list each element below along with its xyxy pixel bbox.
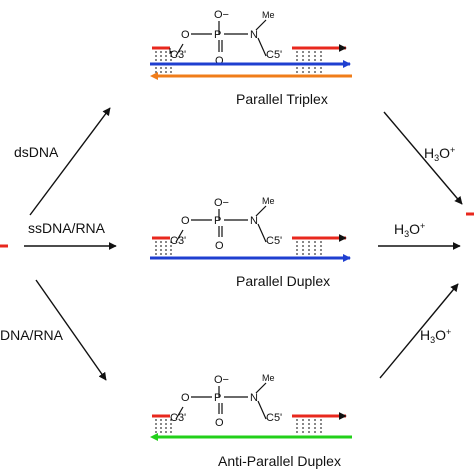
complex-label-duplex: Parallel Duplex — [236, 273, 330, 289]
arrow-from-anti-parallel — [379, 283, 459, 379]
arrow-label-dna-rna: DNA/RNA — [0, 327, 64, 343]
svg-text:O−: O− — [214, 374, 229, 386]
c3-label: C3' — [170, 49, 186, 61]
left-arrows: dsDNA ssDNA/RNA DNA/RNA — [0, 107, 117, 381]
svg-text:C5': C5' — [266, 412, 282, 424]
arrow-label-h3o-bottom: H3O+ — [420, 327, 451, 345]
complex-parallel-duplex: O− O P N Me O C3' C5' — [150, 196, 351, 289]
svg-text:P: P — [214, 392, 221, 404]
svg-text:N: N — [250, 392, 258, 404]
linker-top: O− O P N Me O C3' C5' — [170, 9, 282, 67]
arrow-label-h3o-top: H3O+ — [424, 145, 455, 163]
c5-label: C5' — [266, 49, 282, 61]
svg-text:Me: Me — [262, 196, 275, 206]
svg-text:O: O — [181, 392, 190, 404]
right-arrows: H3O+ H3O+ H3O+ — [378, 111, 463, 379]
svg-text:P: P — [214, 215, 221, 227]
linker-bottom: O− O P N Me O C3' C5' — [170, 373, 282, 429]
svg-text:C5': C5' — [266, 235, 282, 247]
o-minus-label: O− — [214, 9, 229, 21]
svg-text:N: N — [250, 215, 258, 227]
linker-middle: O− O P N Me O C3' C5' — [170, 196, 282, 252]
arrow-label-h3o-middle: H3O+ — [394, 221, 425, 239]
o-label: O — [181, 29, 190, 41]
me-label: Me — [262, 10, 275, 20]
svg-text:O: O — [215, 240, 224, 252]
arrow-to-anti-parallel — [35, 279, 107, 381]
n-label: N — [250, 29, 258, 41]
svg-text:C3': C3' — [170, 235, 186, 247]
svg-text:O: O — [181, 215, 190, 227]
svg-text:O−: O− — [214, 197, 229, 209]
arrow-label-ssdna-rna: ssDNA/RNA — [28, 220, 106, 236]
svg-text:C3': C3' — [170, 412, 186, 424]
svg-text:Me: Me — [262, 373, 275, 383]
svg-text:O: O — [215, 417, 224, 429]
complex-label-triplex: Parallel Triplex — [236, 91, 328, 107]
p-label: P — [214, 29, 221, 41]
complex-anti-parallel-duplex: O− O P N Me O C3' C5' — [150, 373, 352, 469]
arrow-from-triplex — [383, 111, 463, 205]
arrow-label-dsdna: dsDNA — [14, 144, 59, 160]
complex-label-anti-parallel: Anti-Parallel Duplex — [218, 453, 341, 469]
o-bottom-label: O — [215, 55, 224, 67]
arrow-to-triplex — [29, 107, 111, 216]
complex-parallel-triplex: O− O P N Me O C3' C5' — [150, 9, 352, 107]
